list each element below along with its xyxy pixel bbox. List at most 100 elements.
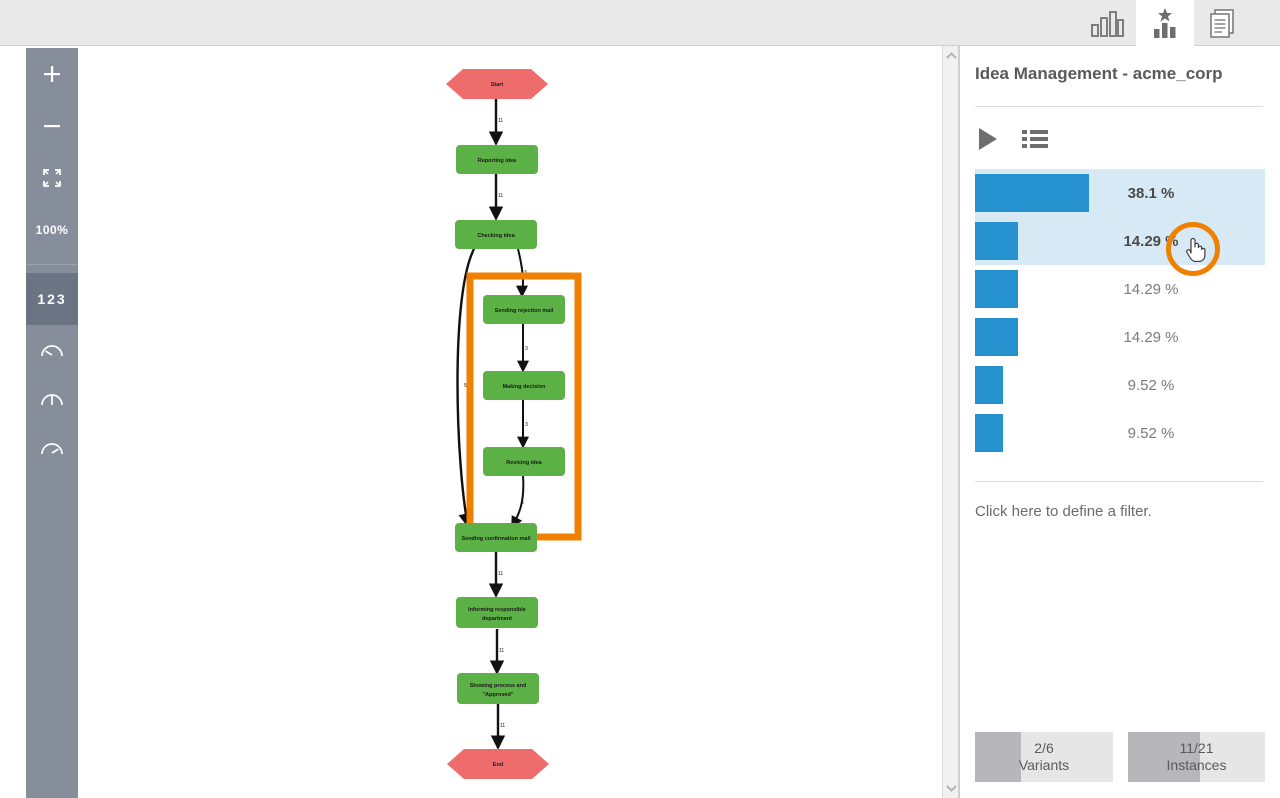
node-start[interactable]: Start	[446, 69, 548, 99]
process-canvas[interactable]: 11 11 3 3 3 5 5 11 11 11 Start Reporting…	[78, 46, 960, 798]
node-label: "Approved"	[483, 692, 514, 698]
variant-bar	[975, 222, 1018, 260]
panel-action-bar	[976, 126, 1048, 157]
node-making-decision[interactable]: Making decision	[483, 371, 565, 400]
variant-percent-label: 14.29 %	[1123, 328, 1179, 346]
node-informing-responsible-department[interactable]: Informing responsible department	[456, 597, 538, 628]
edge-label: 3	[525, 422, 528, 428]
gauge-high-icon	[41, 443, 63, 455]
documents-icon	[1210, 9, 1234, 38]
panel-title: Idea Management - acme_corp	[975, 64, 1223, 83]
variant-percent-label: 38.1 %	[1127, 184, 1175, 202]
canvas-vertical-scrollbar[interactable]	[942, 46, 959, 798]
edge-checking-rejection	[516, 248, 529, 298]
list-icon	[1022, 130, 1048, 148]
node-label: Checking idea	[477, 233, 515, 239]
counter-fill	[1127, 732, 1200, 782]
tab-bar	[1078, 0, 1252, 46]
gauge-mid-icon	[41, 394, 63, 406]
counter-label: Instances	[1166, 757, 1227, 773]
variant-bar	[975, 414, 1003, 452]
canvas-toolbar: 100% 123	[26, 48, 78, 798]
variant-row[interactable]: 14.29 %	[975, 265, 1265, 313]
node-label: Sending rejection mail	[495, 308, 554, 314]
counter-fill	[975, 732, 1021, 782]
zoom-in-button[interactable]	[26, 48, 78, 100]
tab-documents[interactable]	[1194, 0, 1252, 46]
zoom-level-button[interactable]: 100%	[26, 204, 78, 256]
node-label: department	[482, 616, 512, 622]
variant-percent-label: 14.29 %	[1123, 280, 1179, 298]
edge-label: 11	[498, 571, 503, 577]
bar-chart-icon	[1091, 11, 1124, 37]
toolbar-divider	[26, 264, 78, 265]
node-label: Informing responsible	[468, 607, 526, 613]
edge-checking-confirmation	[456, 248, 476, 528]
variant-bar	[975, 366, 1003, 404]
frequency-button[interactable]: 123	[26, 273, 78, 325]
chevron-down-icon	[945, 785, 957, 792]
edge-label: 11	[499, 648, 504, 654]
gauge-high-button[interactable]	[26, 423, 78, 472]
node-label: Showing process and	[470, 683, 527, 689]
node-revising-idea[interactable]: Revising idea	[483, 447, 565, 476]
counter-value: 2/6	[1034, 740, 1054, 756]
zoom-level-label: 100%	[35, 223, 69, 237]
scroll-up-button[interactable]	[943, 47, 959, 64]
variant-row[interactable]: 9.52 %	[975, 361, 1265, 409]
fit-screen-icon	[43, 169, 61, 187]
list-view-button[interactable]	[1022, 128, 1048, 155]
gauge-low-icon	[41, 345, 63, 357]
node-label: Making decision	[503, 384, 546, 390]
variant-row[interactable]: 9.52 %	[975, 409, 1265, 457]
tab-variants[interactable]	[1136, 0, 1194, 46]
fit-screen-button[interactable]	[26, 152, 78, 204]
gauge-mid-button[interactable]	[26, 374, 78, 423]
variant-bar	[975, 174, 1089, 212]
node-label: Reporting idea	[478, 158, 517, 164]
scroll-down-button[interactable]	[943, 780, 959, 797]
node-showing-process-approved[interactable]: Showing process and "Approved"	[457, 673, 539, 704]
zoom-out-button[interactable]	[26, 100, 78, 152]
variant-percent-label: 14.29 %	[1123, 232, 1179, 250]
tab-overview-chart[interactable]	[1078, 0, 1136, 46]
variant-row[interactable]: 38.1 %	[975, 169, 1265, 217]
process-diagram: 11 11 3 3 3 5 5 11 11 11 Start Reporting…	[446, 69, 582, 779]
play-button[interactable]	[976, 126, 1000, 157]
node-end[interactable]: End	[447, 749, 549, 779]
edge-label: 11	[500, 723, 505, 729]
play-icon	[979, 128, 997, 150]
panel-divider-bottom	[975, 481, 1263, 482]
node-label: End	[493, 762, 503, 768]
variant-percent-label: 9.52 %	[1127, 424, 1175, 442]
panel-divider-top	[975, 106, 1263, 107]
variant-row[interactable]: 14.29 %	[975, 313, 1265, 361]
variant-row[interactable]: 14.29 %	[975, 217, 1265, 265]
variants-panel: Idea Management - acme_corp 38.1 %14.2	[960, 46, 1280, 798]
counter-label: Variants	[1018, 757, 1070, 773]
node-label: Start	[491, 82, 504, 88]
node-checking-idea[interactable]: Checking idea	[455, 220, 537, 249]
top-bar	[0, 0, 1280, 46]
node-sending-rejection-mail[interactable]: Sending rejection mail	[483, 295, 565, 324]
variant-bar	[975, 270, 1018, 308]
node-sending-confirmation-mail[interactable]: Sending confirmation mail	[455, 523, 537, 552]
define-filter-link[interactable]: Click here to define a filter.	[975, 503, 1152, 520]
edge-label: 11	[498, 118, 503, 124]
node-label: Revising idea	[506, 460, 542, 466]
bar-chart-star-icon	[1154, 8, 1176, 38]
gauge-low-button[interactable]	[26, 325, 78, 374]
edge-label: 11	[498, 193, 503, 199]
node-label: Sending confirmation mail	[461, 536, 531, 542]
variant-bar	[975, 318, 1018, 356]
node-reporting-idea[interactable]: Reporting idea	[456, 145, 538, 174]
chevron-up-icon	[945, 52, 957, 59]
edge-label: 5	[521, 500, 524, 506]
variant-percent-label: 9.52 %	[1127, 376, 1175, 394]
